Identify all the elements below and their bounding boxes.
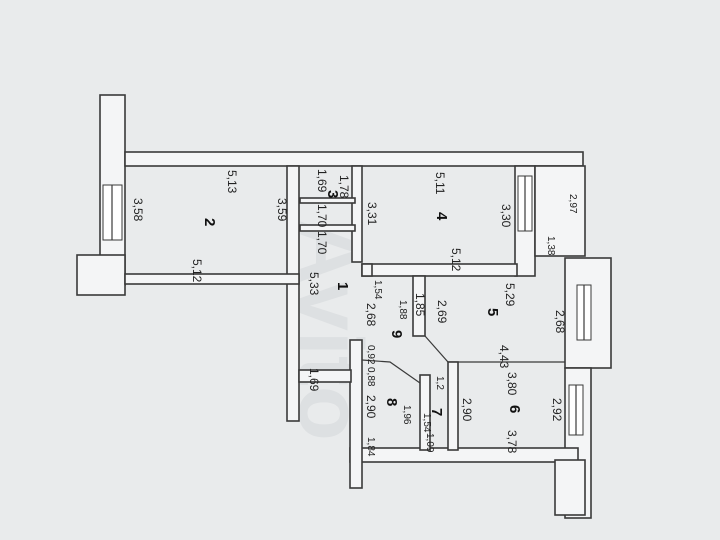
room-7-dim-bottom: 1,09 [424, 433, 435, 453]
room-2-dim-left: 3,58 [131, 198, 145, 222]
room-5-dim-left: 2,69 [435, 300, 449, 324]
room-6-number: 6 [506, 405, 523, 413]
room-1-dim-side: 5,33 [307, 272, 321, 296]
room-9-number: 9 [388, 330, 405, 338]
room-7-number: 7 [428, 408, 445, 416]
room-6-dim-right: 2,92 [550, 398, 564, 422]
room-9-dim-bottom: 0,92 [365, 345, 376, 365]
wall-room1-bottom [298, 369, 352, 383]
wall-room2-bottom [124, 273, 300, 285]
wall-bottom [349, 447, 579, 463]
room-2-number: 2 [201, 218, 218, 226]
room-3-dim-top: 1,69 [315, 169, 329, 193]
balcony [534, 165, 586, 257]
balcony-dim-width: 1,38 [545, 236, 556, 256]
room-8-dim-left: 2,90 [364, 395, 378, 419]
room-7-dim-left: 1,54 [421, 413, 432, 433]
room-9-dim-right: 1,88 [397, 300, 408, 320]
room-9-dim-left: 2,68 [364, 303, 378, 327]
wall-room3-mid [299, 197, 356, 204]
room-labels: 2 3 1 4 9 5 8 7 6 [201, 190, 523, 416]
room-5-dim-bottom: 4,43 [497, 345, 511, 369]
room-8-dim-bottom: 1,84 [365, 437, 376, 457]
room-8-number: 8 [383, 398, 400, 406]
room-7-dim-top: 1,2 [434, 376, 445, 390]
room-5-number: 5 [484, 308, 501, 316]
door-jamb [361, 263, 373, 277]
room-6-dim-top: 3,80 [505, 372, 519, 396]
room-4-dim-left: 3,31 [365, 202, 379, 226]
wall-bottom-right [554, 459, 586, 516]
room-5-dim-right: 2,68 [553, 310, 567, 334]
wall-room5-left [412, 275, 426, 337]
room-6-dim-left: 2,90 [460, 398, 474, 422]
room-9-dim-top: 1,54 [372, 280, 383, 300]
wall-room8-left [349, 339, 363, 489]
room-2-dim-bottom: 5,12 [190, 259, 204, 283]
wall-room7-left [419, 374, 431, 451]
outer-walls [76, 94, 612, 519]
windows [102, 175, 592, 436]
room-2-dim-right: 3,59 [275, 198, 289, 222]
balcony-dim-depth: 2,97 [567, 194, 578, 214]
room-8-dim-top: 0,88 [365, 367, 376, 387]
dimensions: 5,13 3,58 3,59 5,12 1,69 1,78 1,70 1,70 … [131, 169, 578, 457]
wall-room6-left [447, 361, 459, 451]
room-3-dim-bottom: 1,70 [315, 204, 329, 228]
room-5-dim-a: 1,85 [413, 293, 427, 317]
room-8-dim-right: 1,96 [401, 405, 412, 425]
wall-left-notch [76, 254, 126, 296]
room-3-number: 3 [324, 190, 341, 198]
room-5-dim-top: 5,29 [503, 283, 517, 307]
room-4-dim-top: 5,11 [433, 172, 447, 195]
wall-room4-left [351, 165, 363, 263]
room-3-dim-right: 1,78 [337, 175, 351, 199]
room-6-dim-bottom: 3,78 [505, 430, 519, 454]
room-1-number: 1 [334, 282, 351, 290]
room-1-dim-top: 1,70 [315, 231, 329, 255]
wall-room5-bottom [424, 335, 565, 363]
wall-top [124, 151, 584, 167]
room-2-dim-top: 5,13 [225, 170, 239, 194]
wall-room4-bottom [361, 263, 518, 277]
room-4-dim-right: 3,30 [499, 204, 513, 228]
wall-left-corridor [286, 165, 300, 422]
inner-walls [298, 165, 565, 451]
wall-room8-top [361, 359, 421, 384]
wall-room3-bottom [299, 224, 356, 232]
room-4-number: 4 [433, 212, 450, 221]
room-1-dim-bottom: 1,69 [307, 368, 321, 392]
room-4-dim-bottom: 5,12 [449, 248, 463, 272]
